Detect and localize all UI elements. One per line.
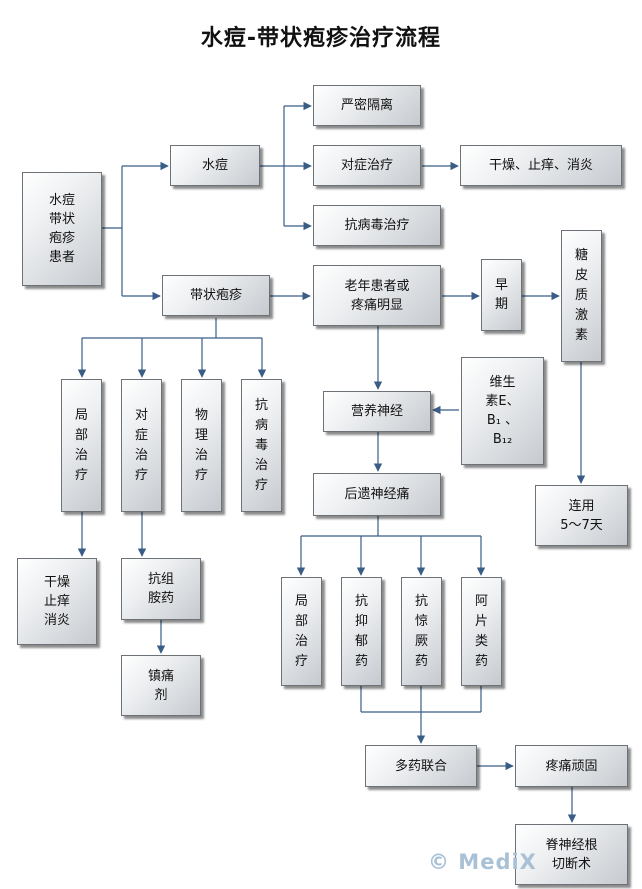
node-analgesic: 镇痛 剂 bbox=[121, 655, 201, 716]
node-herpes-zoster: 带状疱疹 bbox=[162, 275, 270, 316]
node-early: 早 期 bbox=[481, 259, 522, 331]
node-local-treatment: 局 部 治 疗 bbox=[61, 379, 102, 512]
node-dry-itch-relief: 干燥 止痒 消炎 bbox=[17, 558, 97, 645]
node-corticosteroid: 糖 皮 质 激 素 bbox=[561, 230, 602, 362]
node-continuous-use: 连用 5～7天 bbox=[535, 485, 628, 546]
node-symptomatic: 对症治疗 bbox=[313, 145, 421, 186]
node-varicella: 水痘 bbox=[170, 145, 260, 186]
node-antihistamine: 抗组 胺药 bbox=[121, 558, 201, 620]
node-intractable-pain: 疼痛顽固 bbox=[515, 745, 628, 787]
node-dry-itch-anti-inflammatory: 干燥、止痒、消炎 bbox=[460, 145, 622, 186]
node-antiviral-treatment: 抗 病 毒 治 疗 bbox=[241, 379, 282, 512]
node-isolation: 严密隔离 bbox=[313, 85, 421, 126]
node-postherpetic-neuralgia: 后遗神经痛 bbox=[313, 473, 441, 516]
watermark: © MediX bbox=[428, 850, 537, 874]
node-patients: 水痘 带状 疱疹 患者 bbox=[22, 172, 102, 286]
node-symptomatic-treatment: 对 症 治 疗 bbox=[121, 379, 162, 512]
node-antidepressant: 抗 抑 郁 药 bbox=[341, 577, 382, 686]
node-anticonvulsant: 抗 惊 厥 药 bbox=[401, 577, 442, 686]
node-rhizotomy: 脊神经根 切断术 bbox=[515, 824, 628, 885]
node-local-treatment-2: 局 部 治 疗 bbox=[281, 577, 322, 686]
node-nerve-nutrition: 营养神经 bbox=[323, 391, 431, 432]
node-vitamins: 维生 素E、 B₁ 、 B₁₂ bbox=[461, 357, 544, 465]
node-opioid: 阿 片 类 药 bbox=[461, 577, 502, 686]
node-combination-therapy: 多药联合 bbox=[365, 745, 477, 787]
diagram-title: 水痘-带状疱疹治疗流程 bbox=[200, 26, 442, 51]
node-elderly-pain: 老年患者或 疼痛明显 bbox=[313, 265, 441, 326]
node-physical-therapy: 物 理 治 疗 bbox=[181, 379, 222, 512]
node-antiviral: 抗病毒治疗 bbox=[313, 205, 441, 246]
